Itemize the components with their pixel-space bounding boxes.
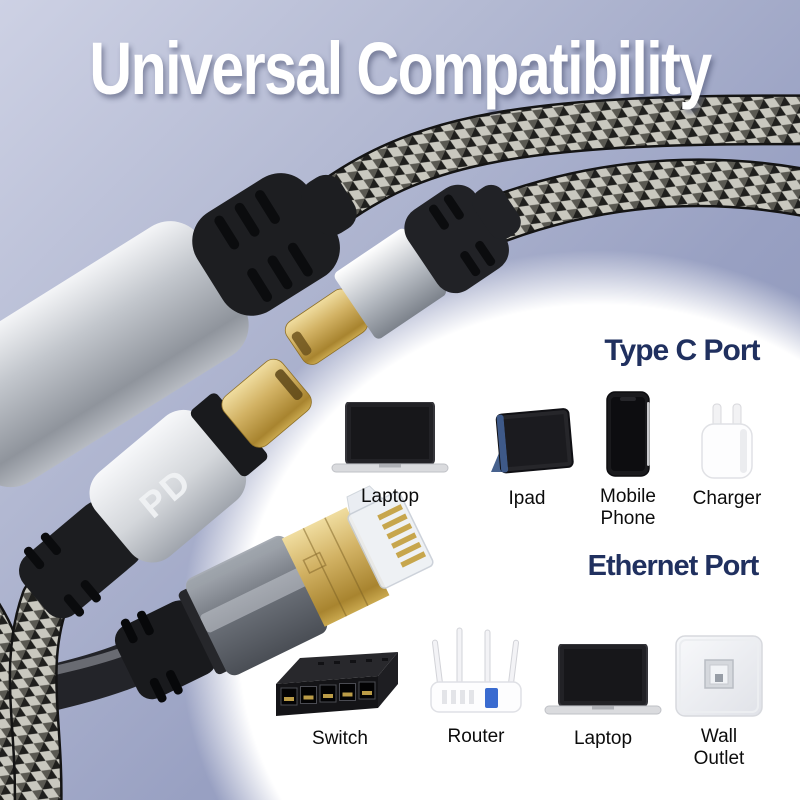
device-label: Wall Outlet [693,726,745,770]
device-label: Laptop [360,486,420,507]
page-title: Universal Compatibility [89,27,712,110]
heading-type-c-port: Type C Port [604,334,760,367]
device-laptop: Laptop [543,628,663,750]
mobile-phone-icon [604,390,652,478]
usb-c-adapter-housing [0,173,357,488]
laptop-icon [330,390,450,478]
ipad-icon [477,392,577,480]
device-charger: Charger [691,392,763,510]
device-mobile-phone: Mobile Phone [593,390,663,531]
braided-cable-pd [8,575,70,800]
charger-icon [698,392,756,480]
device-label: Router [447,726,505,747]
router-icon [428,626,524,718]
wall-outlet-icon [674,626,764,718]
device-wall-outlet: Wall Outlet [674,626,764,771]
device-label: Charger [692,488,762,509]
device-label: Mobile Phone [600,486,656,530]
device-laptop: Laptop [330,390,450,508]
device-label: Laptop [573,728,633,749]
device-switch: Switch [274,628,406,750]
device-label: Switch [312,728,368,749]
usb-c-pd-connector: PD [19,358,312,619]
braided-cable-bottom-left [0,602,34,800]
device-router: Router [428,626,524,748]
device-ipad: Ipad [477,392,577,510]
switch-icon [274,628,406,720]
laptop-icon [543,628,663,720]
usb-c-plug-top [284,184,521,365]
braided-cable-top-upper [304,94,800,231]
rj45-connector [114,485,434,703]
heading-ethernet-port: Ethernet Port [587,550,760,582]
device-label: Ipad [508,488,546,509]
